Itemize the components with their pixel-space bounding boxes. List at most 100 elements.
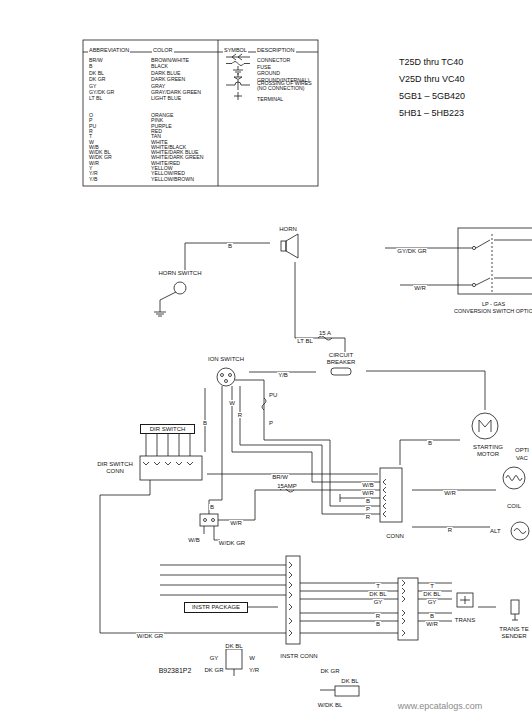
table-header-holder: SYMBOL bbox=[223, 38, 248, 56]
abbreviation-cell-holder: B bbox=[88, 54, 93, 72]
wire-label-holder: W/R bbox=[361, 481, 375, 499]
wire-label-holder: T bbox=[375, 574, 381, 592]
transmission-switch: TRANS bbox=[452, 590, 478, 624]
legend-symbol bbox=[226, 62, 250, 66]
node-label: CONN bbox=[386, 533, 404, 540]
ignition-switch-symbol bbox=[221, 374, 224, 377]
legend-frame bbox=[83, 40, 318, 186]
wire-label-holder: B bbox=[209, 495, 215, 513]
abbreviation-cell: Y/B bbox=[88, 177, 98, 182]
node-label: COIL bbox=[507, 503, 521, 510]
legend-text: FUSE bbox=[256, 65, 272, 70]
legend-text-holder: CONNECTOR bbox=[256, 48, 291, 66]
alternator-symbol bbox=[511, 522, 529, 540]
transmission-switch-symbol bbox=[457, 593, 473, 607]
wire-color-label: Y/B bbox=[277, 372, 289, 378]
wire-color-label-holder: B bbox=[202, 411, 208, 429]
wire-label: GY/DK GR bbox=[396, 248, 427, 254]
wire bbox=[385, 248, 472, 285]
abbreviation-cell: DK GR bbox=[88, 77, 106, 82]
legend-text: GROUND bbox=[256, 71, 281, 76]
table-header: SYMBOL bbox=[223, 48, 248, 54]
lp-gas-switch-symbol bbox=[476, 240, 490, 285]
wire-connector bbox=[185, 243, 270, 270]
wire-label: W/DK GR bbox=[136, 633, 164, 639]
table-header-holder: COLOR bbox=[152, 38, 174, 56]
wire-color-label: R bbox=[447, 527, 453, 533]
model-range: T25D thru TC40 bbox=[398, 58, 464, 67]
wire-connector bbox=[248, 607, 278, 608]
temp-sender-symbol bbox=[511, 600, 519, 614]
starting-motor-symbol bbox=[472, 413, 498, 439]
schematic bbox=[83, 40, 532, 696]
starting-motor-symbol bbox=[472, 413, 498, 439]
ignition-switch: ION SWITCH bbox=[203, 356, 249, 388]
wire-label-holder: GY bbox=[427, 590, 438, 608]
wire-label-holder: W/R bbox=[425, 612, 439, 630]
model-range-holder: 5GB1 – 5GB420 bbox=[398, 85, 466, 103]
wire-label-holder: PU bbox=[268, 383, 278, 401]
connector-block bbox=[286, 556, 300, 644]
wire-label: GY bbox=[427, 599, 438, 605]
lp-gas-switch-symbol bbox=[492, 234, 493, 292]
model-range: 5HB1 – 5HB223 bbox=[398, 109, 465, 118]
wire-color-label-holder: BR/W bbox=[271, 465, 289, 483]
wire-color-label: B bbox=[227, 243, 233, 249]
lp-gas-switch: LP - GASCONVERSION SWITCH OPTIO bbox=[452, 222, 532, 314]
abbreviation-cell: B bbox=[88, 64, 93, 69]
model-range-holder: T25D thru TC40 bbox=[398, 51, 464, 69]
wire-label-holder: W/R bbox=[229, 511, 243, 529]
node-label: HORN bbox=[279, 226, 297, 233]
wire-label-holder: 15AMP bbox=[276, 474, 298, 492]
wire-color-label-holder: LT BL bbox=[296, 329, 313, 347]
wire-label: W/R bbox=[361, 490, 375, 496]
wire-label: OPTI bbox=[514, 447, 530, 453]
watermark: www.epcatalogs.com bbox=[397, 702, 484, 711]
circuit-breaker-symbol bbox=[331, 368, 351, 375]
connector-block bbox=[383, 479, 386, 517]
wire-label-holder: R bbox=[365, 505, 371, 523]
wire-color-label-holder: Y/B bbox=[277, 363, 289, 381]
legend-frame bbox=[83, 40, 318, 186]
wire bbox=[146, 434, 190, 456]
connector-block bbox=[226, 649, 242, 669]
wire-label-holder: DK GR bbox=[319, 659, 340, 677]
abbreviation-cell-holder: BLACK bbox=[150, 54, 169, 72]
wire-label-holder: P bbox=[268, 411, 274, 429]
wire-label-holder: R bbox=[375, 604, 381, 622]
abbreviation-cell-holder: GRAY bbox=[150, 74, 166, 92]
horn-switch: HORN SWITCH bbox=[155, 270, 205, 302]
wire-label-holder: Y/R bbox=[248, 658, 260, 676]
coil-symbol bbox=[503, 467, 525, 489]
node-label: STARTING MOTOR bbox=[462, 444, 514, 458]
instrument-connector: INSTR CONN bbox=[278, 552, 320, 660]
wire-label: B bbox=[365, 498, 371, 504]
wire-label: R bbox=[375, 613, 381, 619]
horn-switch-symbol bbox=[154, 292, 176, 316]
abbreviation-cell: BROWN/WHITE bbox=[150, 58, 190, 63]
connector-block bbox=[335, 686, 359, 696]
legend-text: TERMINAL bbox=[256, 97, 284, 102]
abbreviation-cell-holder: DARK BLUE bbox=[150, 61, 181, 79]
wire-label: P bbox=[365, 506, 371, 512]
abbreviation-cell: YELLOW/BROWN bbox=[150, 177, 195, 182]
table-header: DESCRIPTION bbox=[256, 48, 296, 54]
circuit-breaker: CIRCUIT BREAKER bbox=[316, 352, 366, 382]
alternator: ALT bbox=[490, 515, 532, 547]
wire-label-holder: 15 A bbox=[318, 321, 332, 339]
wire-label-holder: P bbox=[365, 497, 371, 515]
wire bbox=[100, 240, 532, 690]
wire-label: GY bbox=[209, 655, 220, 661]
wire-label: W/DK GR bbox=[218, 540, 246, 546]
horn-symbol bbox=[281, 241, 286, 251]
model-range-holder: V25D thru VC40 bbox=[398, 68, 466, 86]
abbreviation-cell: DK BL bbox=[88, 71, 105, 76]
ignition-switch-symbol bbox=[217, 368, 235, 386]
connector-block bbox=[402, 580, 405, 636]
abbreviation-cell: DARK BLUE bbox=[150, 71, 181, 76]
node-label: DIR SWITCH bbox=[150, 426, 186, 433]
wire-label-holder: W/DK GR bbox=[136, 624, 164, 642]
connector-block bbox=[380, 468, 402, 522]
node-label: LP - GAS bbox=[482, 301, 505, 307]
wire bbox=[160, 565, 286, 595]
